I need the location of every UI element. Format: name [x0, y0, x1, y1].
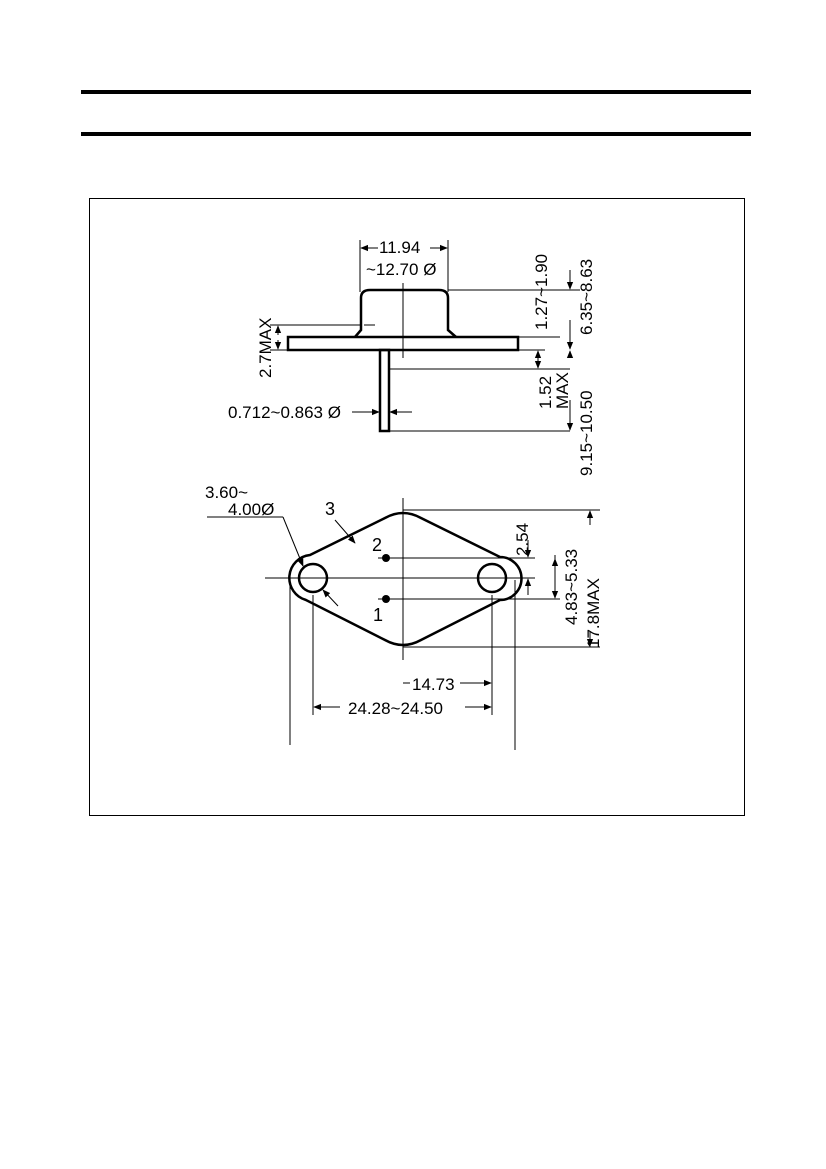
header-rule-top	[81, 90, 751, 94]
dim-cap-inner: 11.94	[379, 238, 420, 257]
dim-offset-2: MAX	[553, 372, 572, 409]
pin-1-label: 1	[373, 605, 383, 625]
dim-cap-outer: ~12.70 Ø	[366, 260, 436, 279]
lead-body	[378, 348, 391, 433]
side-view: 11.94 ~12.70 Ø 1.27~1.90 6.35~8.63 2.7MA…	[228, 238, 596, 476]
dim-width-max: 17.8MAX	[584, 578, 603, 648]
dim-offset-1: 1.52	[536, 376, 555, 409]
dim-pin-range: 4.83~5.33	[562, 549, 581, 625]
case-outline	[288, 511, 523, 647]
dim-lead-length: 9.15~10.50	[577, 390, 596, 476]
dim-hole-2: 4.00Ø	[228, 500, 274, 519]
pin-2-label: 2	[372, 535, 382, 555]
case-label: 3	[325, 499, 335, 519]
dim-hole-1: 3.60~	[205, 483, 248, 502]
dim-flange-max: 2.7MAX	[256, 318, 275, 378]
drawing-frame	[89, 198, 745, 816]
dim-hole-spacing: 14.73	[412, 675, 455, 694]
dim-total-height: 6.35~8.63	[577, 259, 596, 335]
header-rule-bottom	[81, 132, 751, 136]
bottom-view: 2 1 3 3.60~ 4.00Ø 2.54 4.83~5.33 17.8MAX…	[205, 483, 603, 750]
cap-body	[354, 288, 457, 338]
dim-lead-dia: 0.712~0.863 Ø	[228, 403, 341, 422]
dim-cap-height: 1.27~1.90	[532, 254, 551, 330]
dim-pin-spacing: 2.54	[513, 523, 532, 556]
dim-total-length: 24.28~24.50	[348, 699, 443, 718]
